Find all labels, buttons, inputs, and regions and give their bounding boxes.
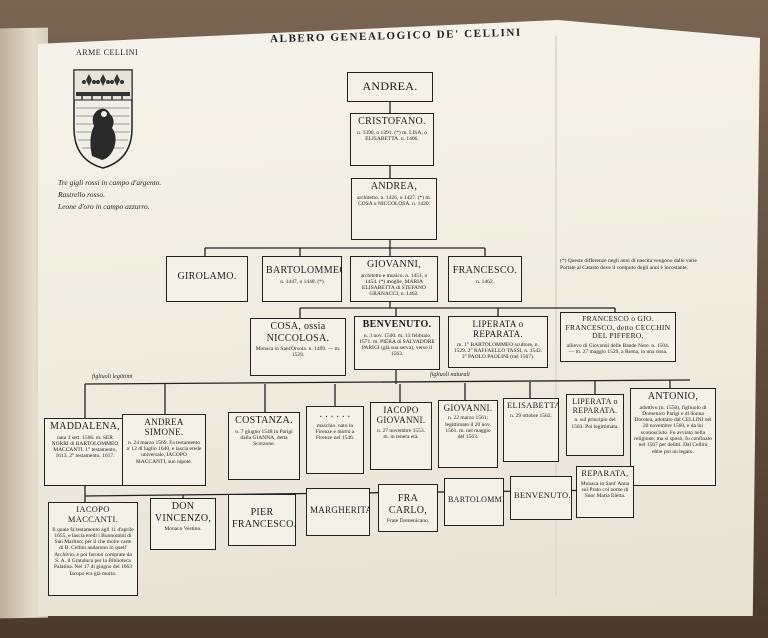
person-costanza: COSTANZA. n. 7 giugno 1548 in Parigi dal…	[228, 412, 300, 480]
blazon-line-3: Leone d'oro in campo azzurro.	[58, 202, 150, 211]
person-giovanni-2: GIOVANNI. n. 22 marzo 1561; legittimato …	[438, 400, 498, 468]
person-giovanni-1: GIOVANNI, architetto e musico. n. 1451, …	[350, 256, 438, 302]
person-francesco-2: FRANCESCO o GIO. FRANCESCO, detto CECCHI…	[560, 312, 676, 362]
coat-of-arms-icon	[73, 69, 133, 169]
person-iacopo-maccanti: IACOPO MACCANTI. Il quale fa testamento …	[48, 502, 138, 596]
person-liperata-2: LIPERATA o REPARATA. n. sul principio de…	[566, 394, 624, 456]
person-fra-carlo: FRA CARLO, Frate Domenicano.	[378, 484, 438, 532]
person-liperata-1: LIPERATA o REPARATA. m. 1° BARTOLOMMEO s…	[448, 316, 548, 368]
blazon-line-1: Tre gigli rossi in campo d'argento.	[58, 178, 162, 187]
person-don-vincenzo: DON VINCENZO, Monaco Vestino.	[150, 498, 216, 550]
arms-label: ARME CELLINI	[76, 48, 139, 57]
person-iacopo-giovanni: IACOPO GIOVANNI. n. 27 novembre 1553. m.…	[370, 402, 432, 470]
branch-label-natural: figliuoli naturali	[430, 372, 470, 378]
person-antonio: ANTONIO, adottivo (n. 1550), figliuolo d…	[630, 388, 716, 486]
person-pier-francesco: PIER FRANCESCO.	[228, 494, 296, 546]
footnote: (*) Queste differenze negli anni di nasc…	[560, 258, 697, 271]
person-andrea-simone: ANDREA SIMONE. n. 24 marzo 1569. Fa test…	[122, 414, 206, 486]
person-cosa: COSA, ossia NICCOLOSA. Monaca in Sant'Or…	[250, 318, 346, 376]
person-benvenuto-1: BENVENUTO. n. 3 nov. 1500. m. 13 febbrai…	[354, 316, 440, 370]
person-bartolommeo-2: BARTOLOMMEO.	[444, 478, 504, 526]
person-maddalena: MADDALENA, nata 3 sett. 1566. m. SER NOR…	[44, 418, 126, 486]
person-cristofano: CRISTOFANO. n. 1390, o 1391. (*) m. LISA…	[350, 113, 434, 166]
branch-label-legitimate: figliuoli legittimi	[92, 374, 133, 380]
person-benvenuto-2: BENVENUTO.	[510, 476, 572, 520]
person-anonymous-son: . . . . . . maschio. nato in Firenze e m…	[306, 406, 364, 474]
person-andrea-1: ANDREA.	[347, 72, 433, 102]
person-bartolommeo-1: BARTOLOMMEO. n. 1447, o 1448. (*)	[262, 256, 342, 302]
person-francesco-1: FRANCESCO. n. 1462.	[448, 256, 522, 302]
person-girolamo: GIROLAMO.	[166, 256, 248, 302]
blazon-line-2: Rastrello rosso.	[58, 190, 105, 199]
person-margherita: MARGHERITA.	[306, 488, 370, 536]
person-reparata: REPARATA, Monaca in Sant' Anna sul Prato…	[576, 466, 634, 518]
sheet-fold	[555, 36, 557, 596]
person-andrea-2: ANDREA, architetto. n. 1426, o 1427. (*)…	[351, 178, 437, 240]
person-elisabetta: ELISABETTA. n. 29 ottobre 1562.	[503, 398, 559, 462]
